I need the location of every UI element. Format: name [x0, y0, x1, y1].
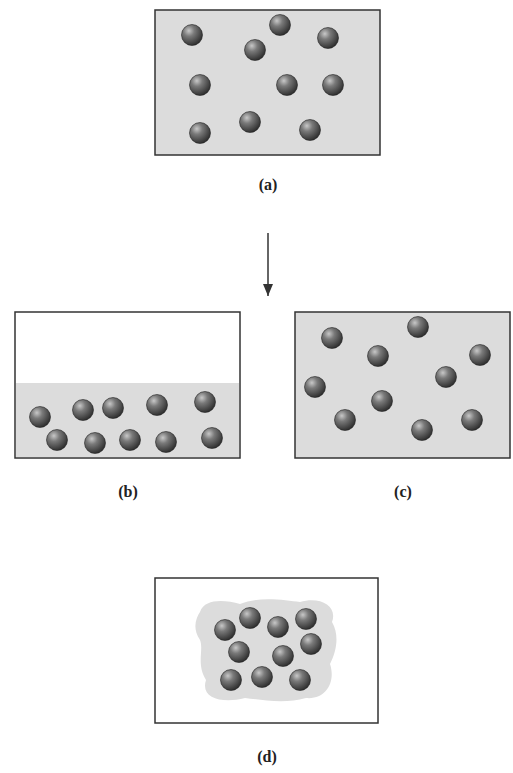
solid-blob — [195, 599, 336, 701]
particle — [368, 346, 389, 367]
particle — [408, 317, 429, 338]
particle — [268, 617, 289, 638]
particle — [436, 367, 457, 388]
particle — [202, 428, 223, 449]
particle — [30, 407, 51, 428]
particle — [305, 377, 326, 398]
particle — [252, 667, 273, 688]
particle — [195, 392, 216, 413]
particle — [190, 123, 211, 144]
particle — [103, 398, 124, 419]
particle — [240, 608, 261, 629]
particle — [182, 25, 203, 46]
particle — [462, 410, 483, 431]
particle — [215, 620, 236, 641]
particle — [229, 642, 250, 663]
particle — [301, 634, 322, 655]
particle — [372, 391, 393, 412]
panel-label: (a) — [259, 177, 278, 193]
particle — [245, 40, 266, 61]
panel-label: (b) — [118, 484, 138, 500]
particle — [221, 670, 242, 691]
particle — [240, 112, 261, 133]
liquid-fill — [16, 383, 239, 457]
particle — [322, 328, 343, 349]
solid-container — [155, 578, 378, 723]
gas-container — [295, 312, 510, 458]
particle — [300, 120, 321, 141]
particle — [85, 433, 106, 454]
panel-label: (d) — [257, 749, 277, 765]
particle — [470, 345, 491, 366]
particle — [323, 75, 344, 96]
particle — [190, 75, 211, 96]
particle — [277, 75, 298, 96]
particle — [120, 430, 141, 451]
arrow-head — [263, 284, 273, 296]
liquid-container — [15, 312, 240, 458]
particle — [73, 400, 94, 421]
particle — [335, 410, 356, 431]
gas-container — [155, 10, 380, 155]
particle — [47, 430, 68, 451]
particle — [296, 609, 317, 630]
particles — [30, 15, 491, 691]
particle — [318, 28, 339, 49]
panel-label: (c) — [394, 484, 412, 500]
particle — [273, 646, 294, 667]
particle — [147, 395, 168, 416]
particle — [412, 420, 433, 441]
particle — [290, 670, 311, 691]
particle — [270, 15, 291, 36]
particle — [156, 432, 177, 453]
